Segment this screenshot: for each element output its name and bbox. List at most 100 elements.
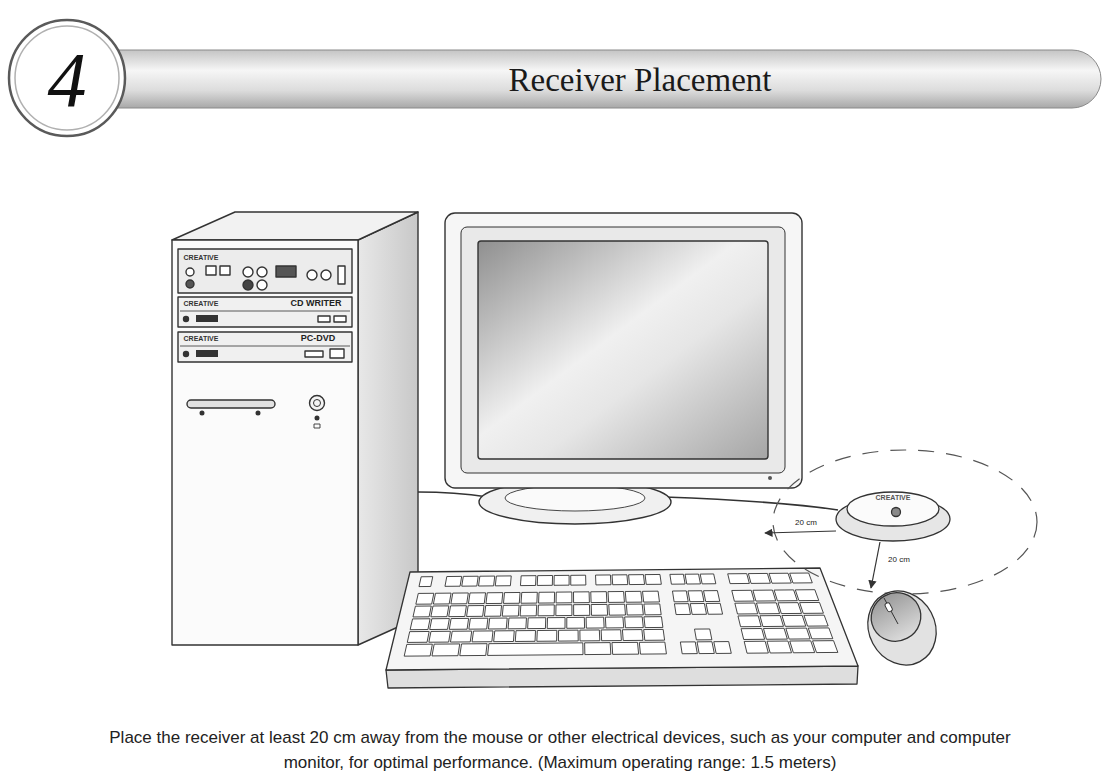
keyboard-key	[596, 575, 611, 585]
keyboard-key	[704, 591, 720, 602]
tower-case-part	[314, 400, 321, 407]
keyboard-key	[451, 593, 468, 604]
tower-case-part	[305, 351, 323, 357]
step-number: 4	[48, 41, 87, 119]
tower-case-part	[314, 424, 320, 428]
keyboard-key	[786, 628, 810, 639]
receiver-part	[892, 508, 901, 517]
mouse-part	[884, 602, 893, 612]
tower-case-part	[172, 240, 358, 645]
keyboard	[386, 568, 858, 688]
keyboard-key	[744, 641, 768, 653]
monitor-part	[461, 227, 785, 473]
keyboard-key	[503, 592, 520, 603]
brand-label: CREATIVE	[184, 335, 219, 342]
keyboard-key	[413, 606, 431, 617]
keyboard-key	[430, 619, 450, 630]
keyboard-key	[462, 576, 478, 586]
keyboard-key	[468, 593, 485, 604]
title-banner-part	[95, 50, 1101, 108]
keyboard-key	[585, 643, 611, 655]
keyboard-key	[644, 629, 665, 640]
keyboard-key	[445, 576, 462, 586]
tower-case-part	[180, 346, 350, 347]
distance-arrows-part	[765, 531, 836, 533]
keyboard-key	[486, 593, 503, 604]
keyboard-key	[735, 603, 758, 614]
distance-label: 20 cm	[794, 519, 818, 527]
receiver-part	[847, 492, 939, 526]
keyboard-key	[472, 631, 493, 642]
keyboard-key	[591, 604, 607, 615]
keyboard-key	[644, 617, 663, 628]
keyboard-key	[556, 605, 572, 616]
tower-case-part	[243, 280, 253, 290]
keyboard-key	[753, 590, 776, 601]
keyboard-key	[520, 576, 536, 586]
keyboard-key	[520, 605, 537, 616]
monitor	[445, 213, 802, 524]
tower-case-part	[318, 316, 330, 322]
keyboard-key	[609, 604, 626, 615]
keyboard-key	[644, 604, 661, 615]
range-circle-part	[773, 450, 1037, 594]
keyboard-key	[756, 603, 779, 614]
keyboard-key	[728, 574, 750, 584]
keyboard-key	[685, 574, 700, 584]
keyboard-key	[537, 576, 552, 586]
keyboard-key	[508, 618, 526, 629]
keyboard-key	[608, 591, 624, 602]
brand-label: CREATIVE	[876, 494, 911, 501]
tower-case-part	[178, 249, 352, 293]
keyboard-key	[645, 574, 661, 584]
tower-case-part	[256, 411, 260, 415]
keyboard-key	[586, 617, 604, 628]
title-banner-part	[9, 20, 125, 136]
keyboard-key	[748, 573, 770, 583]
keyboard-keys	[404, 573, 838, 656]
tower-case-part	[178, 332, 352, 362]
tower-case-part	[338, 266, 345, 284]
tower-case-part	[186, 280, 194, 288]
monitor-part	[445, 213, 802, 488]
keyboard-key	[558, 630, 578, 641]
tower-case-part	[206, 266, 216, 275]
keyboard-key	[732, 590, 754, 601]
keyboard-key	[625, 591, 642, 602]
keyboard-key	[495, 576, 511, 586]
keyboard-key	[738, 616, 761, 627]
keyboard-key	[432, 644, 460, 656]
keyboard-key	[554, 575, 569, 585]
page-title: Receiver Placement	[509, 64, 772, 97]
keyboard-key	[695, 629, 712, 640]
tower-case-part	[257, 280, 267, 290]
keyboard-key	[460, 644, 487, 656]
keyboard-key	[521, 592, 537, 603]
keyboard-key	[626, 604, 643, 615]
tower-case-part	[196, 350, 218, 357]
keyboard-key	[804, 615, 828, 626]
distance-label: 20 cm	[887, 556, 911, 564]
keyboard-key	[537, 630, 557, 641]
keyboard-key	[778, 603, 801, 614]
keyboard-key	[467, 606, 484, 617]
title-banner	[9, 20, 1101, 136]
keyboard-key	[782, 615, 806, 626]
keyboard-key	[449, 618, 468, 629]
distance-arrows	[765, 531, 880, 588]
keyboard-key	[539, 592, 555, 603]
mouse-part	[884, 598, 898, 624]
keyboard-key	[433, 593, 451, 604]
keyboard-key	[672, 591, 688, 602]
keyboard-key	[450, 631, 471, 642]
keyboard-key	[494, 631, 515, 642]
keyboard-key	[571, 575, 586, 585]
keyboard-key	[431, 606, 449, 617]
keyboard-key	[697, 642, 714, 654]
keyboard-key	[612, 642, 639, 654]
keyboard-key	[591, 592, 607, 603]
keyboard-key	[790, 641, 815, 653]
keyboard-key	[605, 617, 623, 628]
keyboard-key	[706, 603, 722, 614]
